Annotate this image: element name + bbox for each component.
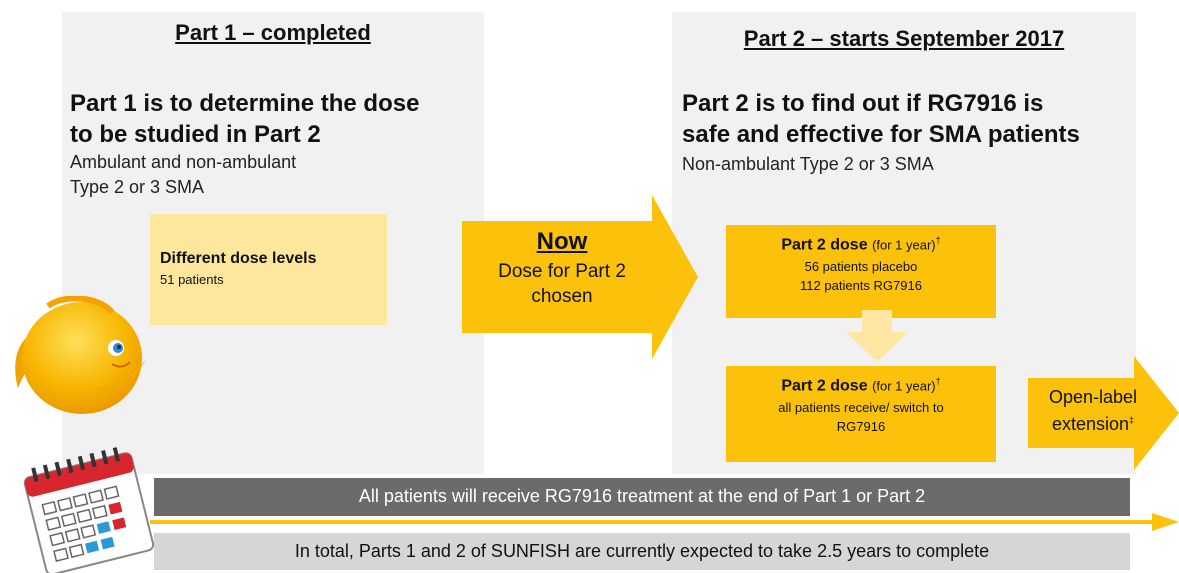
now-arrow-text: Now Dose for Part 2 chosen <box>462 228 662 309</box>
duration-bar-text: In total, Parts 1 and 2 of SUNFISH are c… <box>294 541 990 561</box>
part2-dose-box-placebo: Part 2 dose (for 1 year)† 56 patients pl… <box>726 225 996 318</box>
part2-dose-box-switch: Part 2 dose (for 1 year)† all patients r… <box>726 366 996 462</box>
calendar-icon <box>23 447 155 573</box>
duration-bar <box>154 533 1130 570</box>
box1-title-line: Part 2 dose (for 1 year)† <box>781 235 941 254</box>
treatment-bar <box>154 478 1130 516</box>
now-line2: chosen <box>531 286 593 307</box>
now-arrow <box>462 195 698 359</box>
open-label-arrow <box>1028 356 1179 470</box>
now-title: Now <box>536 228 588 255</box>
open-label-text: Open-label extension‡ <box>1048 387 1138 434</box>
part2-lead: Part 2 is to find out if RG7916 is safe … <box>682 90 1080 148</box>
now-line1: Dose for Part 2 <box>498 261 626 282</box>
part1-box-count: 51 patients <box>160 272 224 287</box>
part1-population: Ambulant and non-ambulant Type 2 or 3 SM… <box>70 152 297 197</box>
box2-title-line: Part 2 dose (for 1 year)† <box>781 376 941 395</box>
part1-lead: Part 1 is to determine the dose to be st… <box>70 90 420 148</box>
part2-population: Non-ambulant Type 2 or 3 SMA <box>682 154 934 174</box>
fish-mascot-icon <box>15 296 146 414</box>
timeline-arrow <box>150 513 1179 531</box>
down-arrow <box>846 310 908 362</box>
part1-heading: Part 1 – completed <box>175 20 371 45</box>
part1-box-title: Different dose levels <box>160 250 317 267</box>
part2-heading: Part 2 – starts September 2017 <box>743 26 1065 51</box>
part1-dose-box: Different dose levels 51 patients <box>150 214 387 325</box>
treatment-bar-text: All patients will receive RG7916 treatme… <box>358 486 926 506</box>
